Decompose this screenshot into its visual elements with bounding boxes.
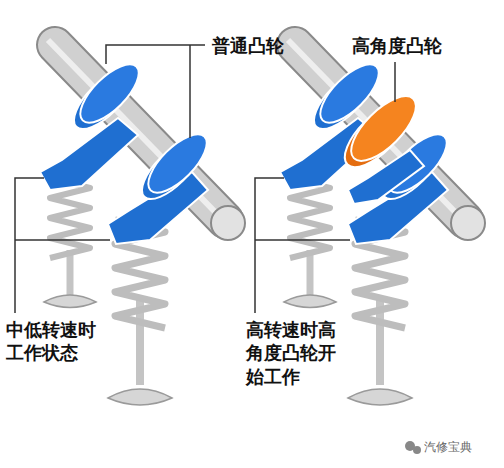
part-label: 高角度凸轮 [352, 34, 442, 57]
state-label: 高转速时高 角度凸轮开 始工作 [246, 318, 341, 388]
watermark: 汽修宝典 [424, 440, 472, 456]
part-label: 普通凸轮 [212, 34, 284, 57]
state-label: 中低转速时 工作状态 [6, 318, 101, 365]
